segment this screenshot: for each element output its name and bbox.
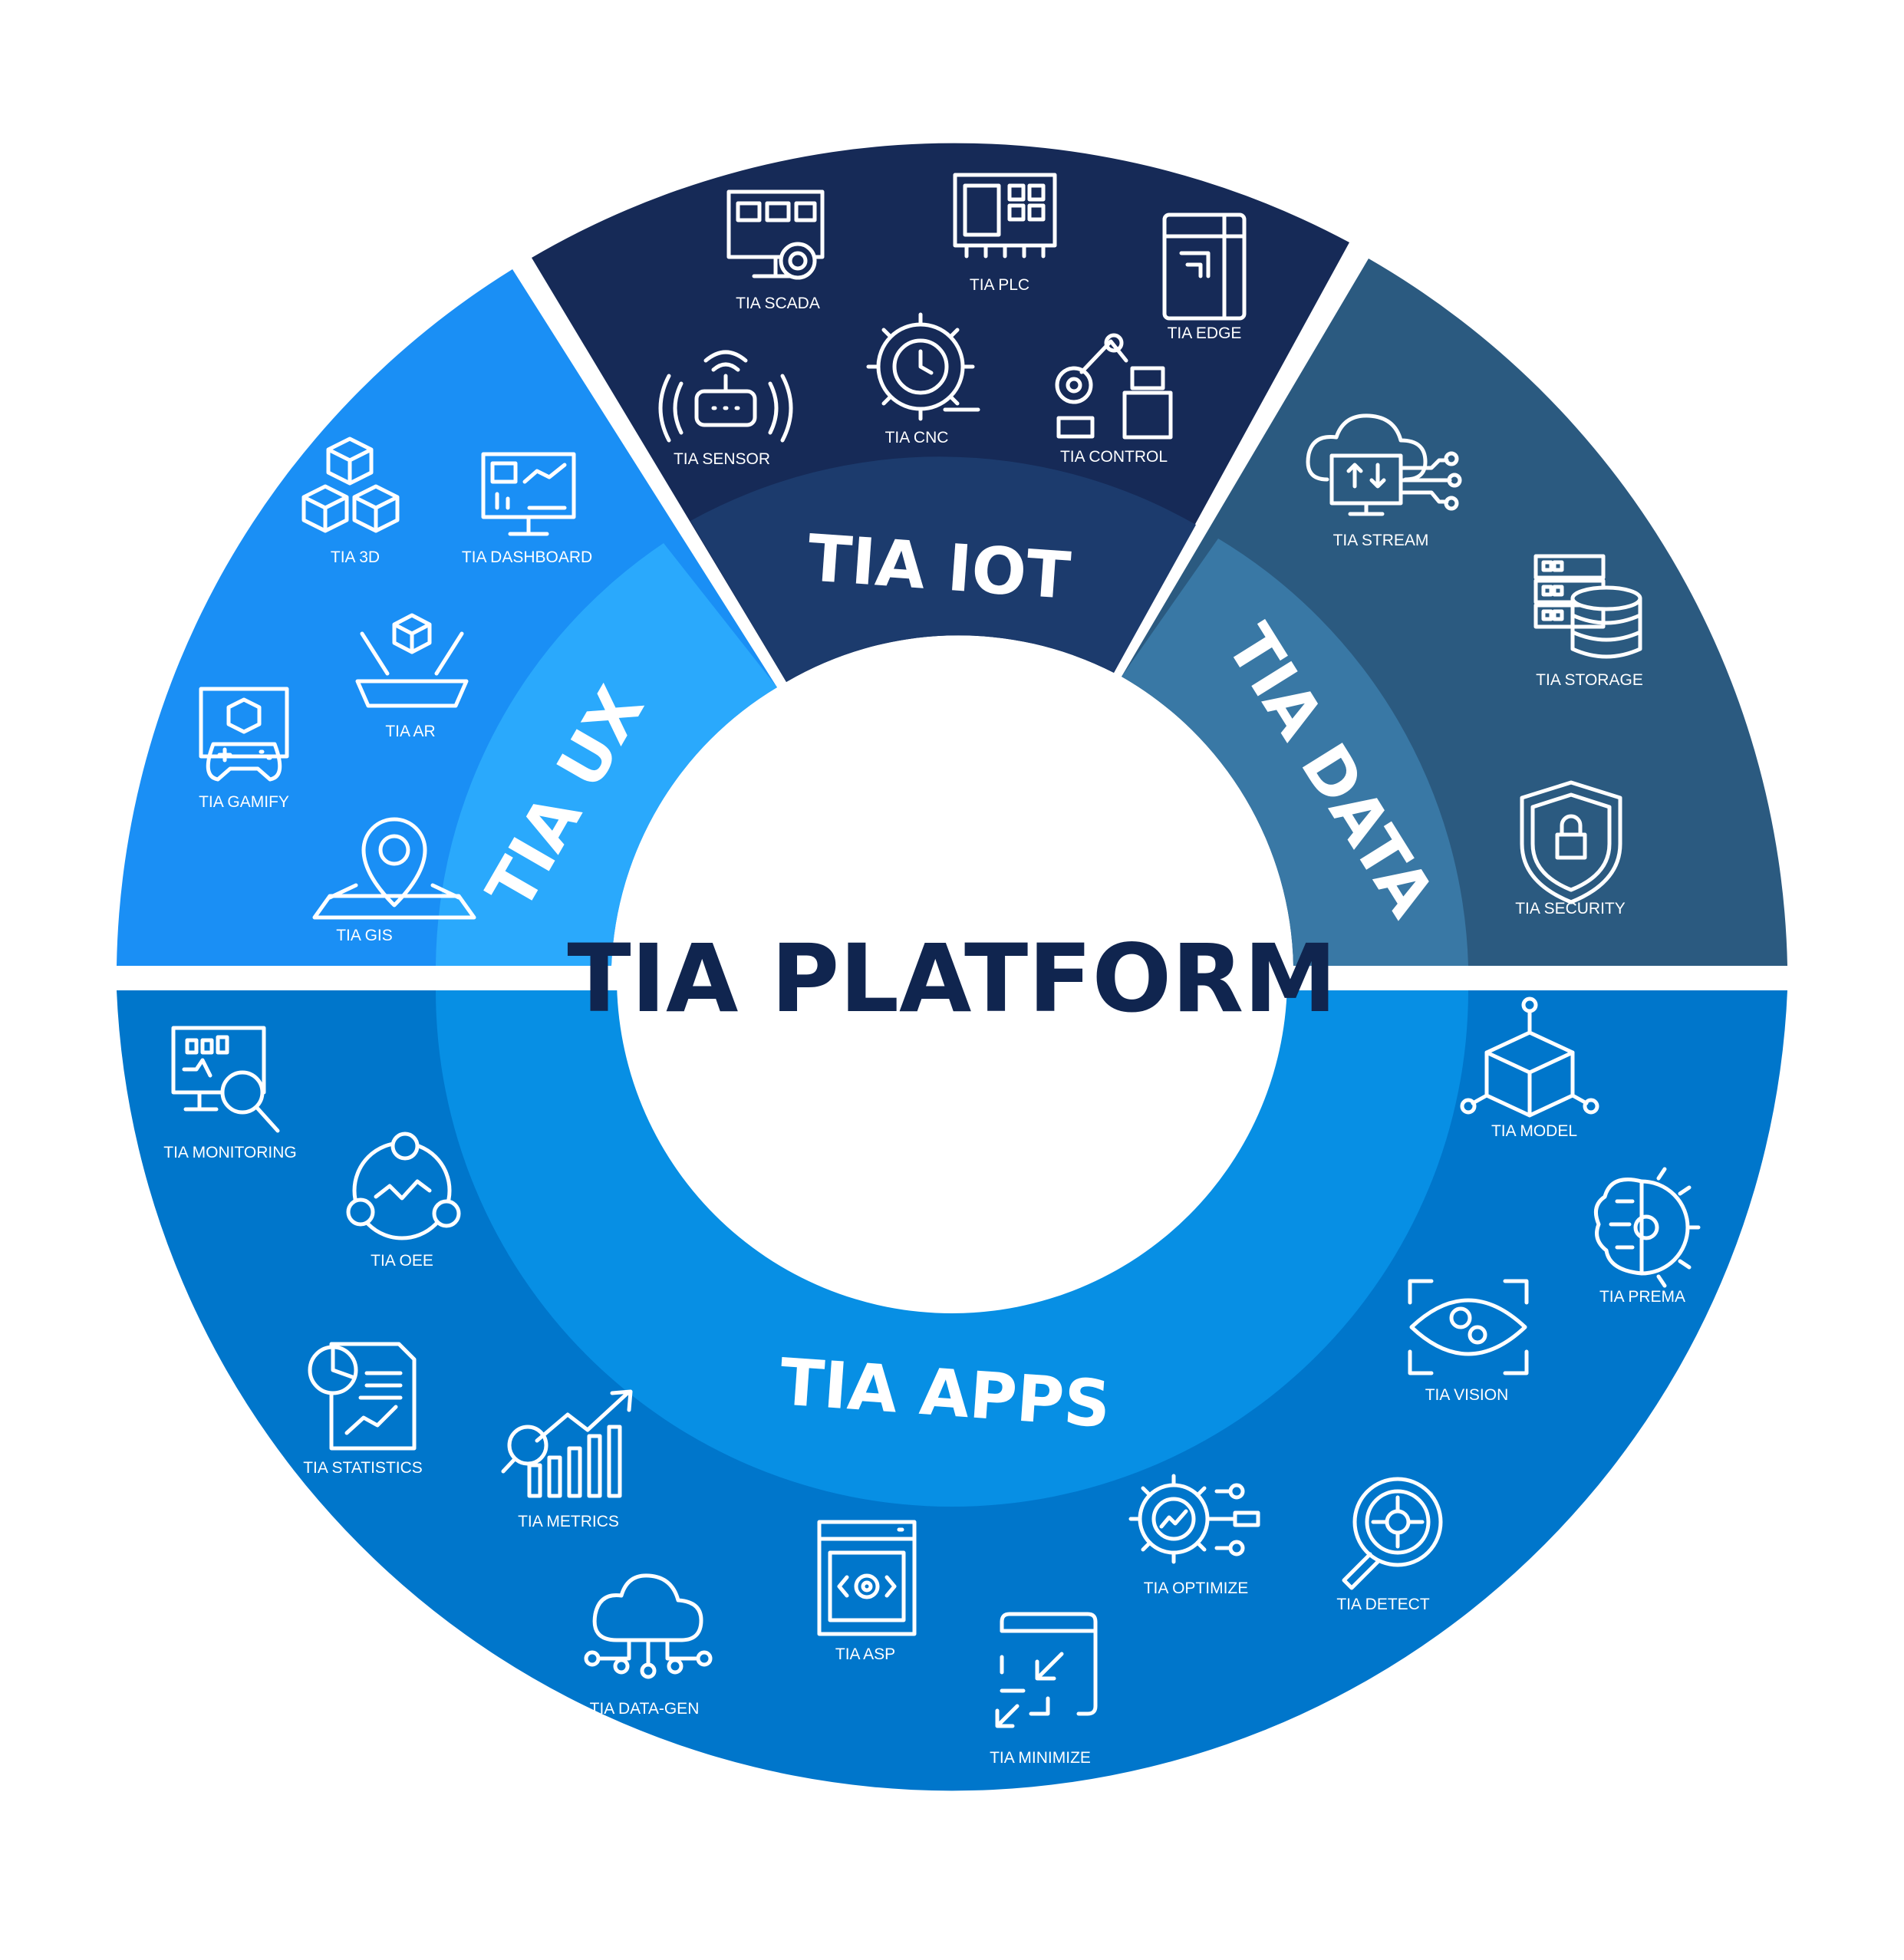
ux-inner-ring — [436, 543, 777, 966]
iot-item-label: TIA EDGE — [1168, 324, 1242, 342]
model-cube-icon — [1460, 996, 1599, 1118]
statistics-report-icon — [308, 1342, 417, 1451]
iot-item-label: TIA PLC — [970, 276, 1029, 294]
ux-item-3d[interactable]: TIA 3D — [301, 436, 400, 566]
optimize-gear-icon — [1128, 1474, 1260, 1564]
apps-item-label: TIA MONITORING — [163, 1144, 296, 1161]
apps-item-data-gen[interactable]: TIA DATA-GEN — [584, 1573, 713, 1718]
ux-item-label: TIA AR — [385, 723, 435, 740]
server-database-icon — [1533, 554, 1642, 659]
ux-item-label: TIA GIS — [336, 927, 393, 944]
iot-item-label: TIA CONTROL — [1060, 448, 1168, 466]
scada-monitor-gear-icon — [726, 189, 825, 280]
section-label-iot: TIA IOT — [805, 520, 1073, 614]
apps-item-asp[interactable]: TIA ASP — [817, 1520, 917, 1663]
dashboard-monitor-icon — [481, 452, 576, 536]
cloud-stream-icon — [1306, 413, 1462, 516]
sector-backgrounds — [117, 143, 1787, 1791]
ar-hologram-icon — [355, 613, 469, 708]
ux-item-gis[interactable]: TIA GIS — [312, 817, 476, 944]
ux-item-gamify[interactable]: TIA GAMIFY — [199, 687, 289, 811]
gamepad-screen-icon — [199, 687, 289, 782]
edge-cabinet-icon — [1162, 212, 1247, 321]
iot-item-scada[interactable]: TIA SCADA — [726, 189, 825, 312]
data-item-label: TIA SECURITY — [1515, 900, 1626, 917]
apps-item-vision[interactable]: TIA VISION — [1408, 1279, 1529, 1404]
stacked-cubes-icon — [301, 436, 400, 533]
data-item-label: TIA STREAM — [1333, 532, 1429, 549]
apps-item-label: TIA ASP — [835, 1645, 895, 1663]
data-inner-ring — [1122, 539, 1468, 966]
apps-items: TIA MONITORING TIA OEE TIA STATISTICS — [163, 996, 1701, 1767]
code-file-icon — [817, 1520, 917, 1636]
apps-item-detect[interactable]: TIA DETECT — [1336, 1477, 1443, 1613]
robot-arm-icon — [1055, 333, 1173, 440]
data-item-storage[interactable]: TIA STORAGE — [1533, 554, 1643, 689]
ux-item-dashboard[interactable]: TIA DASHBOARD — [462, 452, 592, 566]
iot-items: TIA SCADA TIA PLC TIA EDGE — [658, 173, 1247, 468]
iot-inner-ring — [690, 456, 1196, 682]
data-item-label: TIA STORAGE — [1536, 671, 1643, 689]
center-circle — [617, 643, 1287, 1313]
iot-item-cnc[interactable]: TIA CNC — [866, 312, 980, 446]
apps-item-label: TIA DATA-GEN — [590, 1700, 700, 1718]
apps-item-metrics[interactable]: TIA METRICS — [501, 1389, 633, 1530]
apps-item-label: TIA MODEL — [1491, 1122, 1577, 1140]
apps-item-model[interactable]: TIA MODEL — [1460, 996, 1599, 1140]
brain-gear-icon — [1593, 1167, 1701, 1288]
apps-item-oee[interactable]: TIA OEE — [346, 1132, 461, 1270]
apps-item-label: TIA OEE — [371, 1252, 433, 1270]
iot-item-label: TIA SCADA — [736, 295, 820, 312]
target-magnifier-icon — [1342, 1477, 1443, 1590]
iot-item-label: TIA CNC — [885, 429, 949, 446]
apps-item-label: TIA MINIMIZE — [990, 1749, 1091, 1767]
iot-item-label: TIA SENSOR — [674, 450, 770, 468]
iot-item-sensor[interactable]: TIA SENSOR — [658, 350, 793, 468]
apps-item-label: TIA PREMA — [1599, 1288, 1685, 1306]
iot-item-edge[interactable]: TIA EDGE — [1162, 212, 1247, 342]
apps-item-prema[interactable]: TIA PREMA — [1593, 1167, 1701, 1306]
wireless-sensor-icon — [658, 350, 793, 443]
apps-item-label: TIA METRICS — [518, 1513, 619, 1530]
data-items: TIA STREAM TIA STORAGE TIA SECURITY — [1306, 413, 1643, 917]
apps-item-label: TIA VISION — [1425, 1386, 1509, 1404]
ux-item-ar[interactable]: TIA AR — [355, 613, 469, 740]
apps-item-label: TIA STATISTICS — [303, 1459, 423, 1477]
oee-cycle-icon — [346, 1132, 461, 1240]
iot-item-control[interactable]: TIA CONTROL — [1055, 333, 1173, 466]
shield-lock-icon — [1520, 780, 1622, 904]
apps-item-label: TIA OPTIMIZE — [1144, 1580, 1249, 1597]
plc-module-icon — [953, 173, 1057, 259]
apps-item-minimize[interactable]: TIA MINIMIZE — [990, 1612, 1098, 1767]
apps-item-statistics[interactable]: TIA STATISTICS — [303, 1342, 423, 1477]
cloud-network-icon — [584, 1573, 713, 1679]
map-pin-icon — [312, 817, 476, 920]
ux-item-label: TIA DASHBOARD — [462, 548, 592, 566]
data-item-stream[interactable]: TIA STREAM — [1306, 413, 1462, 549]
data-item-security[interactable]: TIA SECURITY — [1515, 780, 1626, 917]
monitor-magnifier-icon — [171, 1026, 280, 1133]
vision-eye-icon — [1408, 1279, 1529, 1375]
ux-item-label: TIA 3D — [331, 548, 380, 566]
minimize-window-icon — [995, 1612, 1098, 1728]
apps-item-optimize[interactable]: TIA OPTIMIZE — [1128, 1474, 1260, 1597]
apps-item-monitoring[interactable]: TIA MONITORING — [163, 1026, 297, 1161]
center-title: TIA PLATFORM — [567, 924, 1336, 1033]
cnc-gear-clock-icon — [866, 312, 980, 421]
metrics-chart-icon — [501, 1389, 633, 1498]
iot-item-plc[interactable]: TIA PLC — [953, 173, 1057, 294]
ux-items: TIA 3D TIA DASHBOARD TIA AR — [199, 436, 592, 944]
apps-item-label: TIA DETECT — [1336, 1596, 1430, 1613]
ux-item-label: TIA GAMIFY — [199, 793, 289, 811]
